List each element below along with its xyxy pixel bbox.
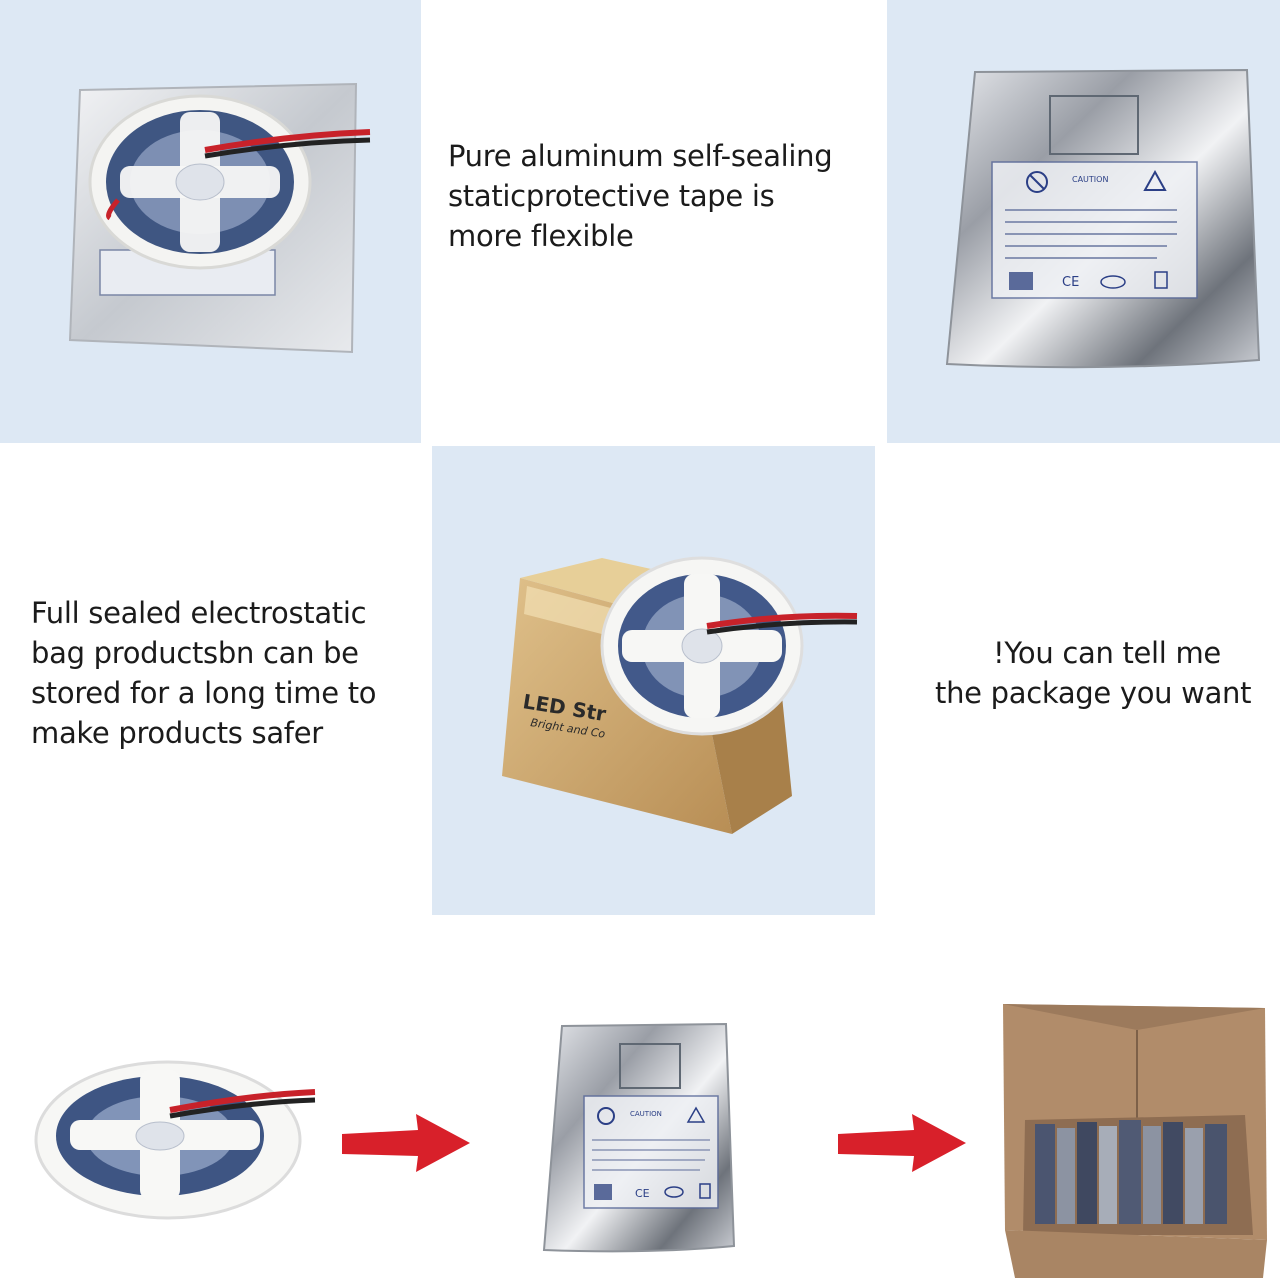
custom-package-caption: !You can tell me the package you want xyxy=(935,636,1252,710)
carton-box-icon xyxy=(1003,1004,1267,1278)
reel-photo xyxy=(20,1040,330,1220)
led-reel-icon xyxy=(34,1060,316,1220)
svg-text:CE: CE xyxy=(1062,275,1079,290)
arrow-right-icon xyxy=(338,1110,473,1176)
sealed-bag-caption: Full sealed electrostatic bag productsbn… xyxy=(31,596,377,750)
arrow-right-icon xyxy=(834,1110,969,1176)
boxed-reel-photo: LED Str Bright and Co xyxy=(432,446,875,915)
sealed-bag-photo: CAUTION CE xyxy=(540,1020,740,1255)
esd-warning-icon xyxy=(597,1107,615,1125)
aluminum-tape-caption: Pure aluminum self-sealing staticprotect… xyxy=(448,139,833,253)
led-reel-icon xyxy=(88,94,371,270)
carton-box-photo xyxy=(995,1000,1280,1280)
reel-in-bag-photo xyxy=(0,0,421,443)
svg-text:CAUTION: CAUTION xyxy=(630,1110,662,1118)
esd-warning-icon xyxy=(1026,171,1048,193)
stacked-bags xyxy=(1035,1120,1227,1224)
svg-text:CE: CE xyxy=(635,1187,650,1200)
sealed-bag-photo: CAUTION CE xyxy=(887,0,1280,443)
led-reel-icon xyxy=(600,556,858,736)
svg-text:CAUTION: CAUTION xyxy=(1072,175,1108,184)
